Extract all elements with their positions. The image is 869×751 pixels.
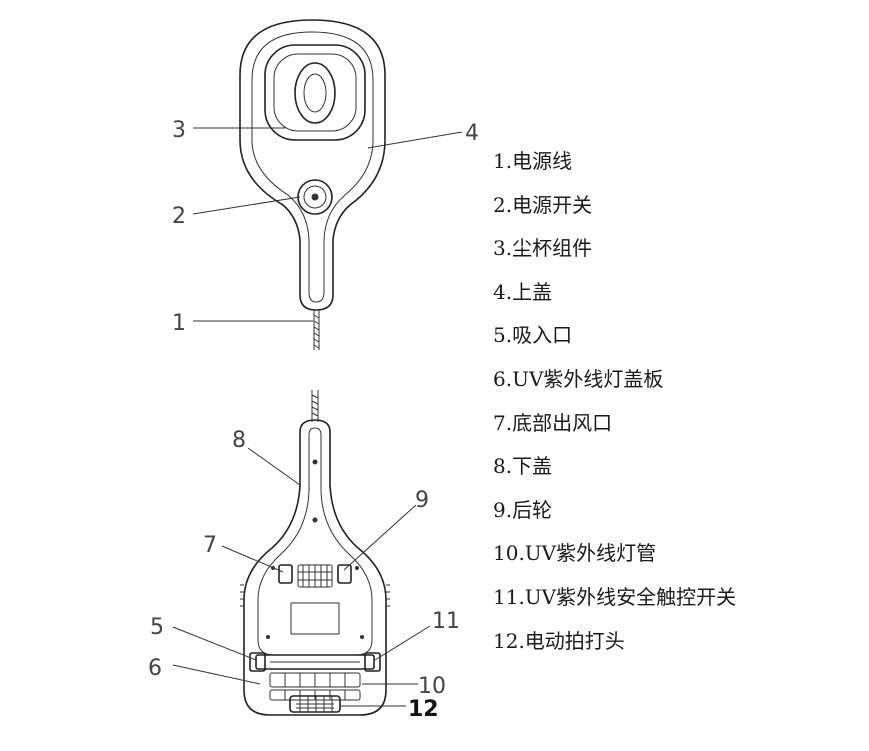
screw-6 xyxy=(360,635,364,639)
dust-cup-window-inner xyxy=(303,73,327,113)
dust-cup-outer xyxy=(264,44,366,141)
side-grip-left xyxy=(240,584,244,607)
callout-8: 8 xyxy=(232,428,246,453)
legend-item-8: 8.下盖 xyxy=(493,454,553,479)
screw-1 xyxy=(312,459,318,465)
top-body-inner xyxy=(251,31,374,303)
legend-item-12: 12.电动拍打头 xyxy=(493,628,625,653)
top-view: 3 4 2 1 xyxy=(172,19,479,350)
power-cord xyxy=(313,310,320,350)
uv-safety-switch-left xyxy=(249,652,266,672)
callout-10: 10 xyxy=(418,674,446,699)
legend-item-7: 7.底部出风口 xyxy=(493,410,613,435)
bottom-power-cord xyxy=(311,390,319,422)
callout-9: 9 xyxy=(415,488,429,513)
leader-line-9 xyxy=(343,504,417,571)
screw-4 xyxy=(355,566,359,570)
callout-6: 6 xyxy=(148,656,162,681)
rear-wheel-right xyxy=(337,564,352,584)
legend-item-5: 5.吸入口 xyxy=(493,323,573,348)
parts-legend: 1.电源线 2.电源开关 3.尘杯组件 4.上盖 5.吸入口 6.UV紫外线灯盖… xyxy=(493,140,863,663)
leader-line-11 xyxy=(374,625,431,661)
leader-line-4 xyxy=(367,131,463,149)
bottom-exhaust-grille xyxy=(297,564,333,588)
lower-cover-inner xyxy=(257,427,373,656)
leader-line-5 xyxy=(172,626,257,661)
uv-lamp-cover xyxy=(255,654,375,670)
callout-5: 5 xyxy=(150,615,164,640)
label-plate xyxy=(290,602,340,635)
leader-line-8 xyxy=(247,447,301,486)
uv-safety-switch-right xyxy=(364,652,381,672)
callout-2: 2 xyxy=(172,204,186,229)
rear-wheel-left xyxy=(278,564,293,584)
bottom-body-outline xyxy=(243,419,387,716)
callout-12: 12 xyxy=(408,697,439,722)
top-body-outline xyxy=(239,19,386,311)
callout-7: 7 xyxy=(203,533,217,558)
bottom-view: 8 9 7 5 11 6 10 12 xyxy=(148,390,460,722)
screw-2 xyxy=(312,517,318,523)
power-button-dot xyxy=(311,193,319,201)
screw-5 xyxy=(266,635,270,639)
dust-cup-inner xyxy=(273,53,357,132)
leader-line-7 xyxy=(221,545,284,573)
legend-item-11: 11.UV紫外线安全触控开关 xyxy=(493,584,737,609)
dust-cup-window-outer xyxy=(294,62,336,124)
side-grip-right xyxy=(386,584,390,607)
leader-line-2 xyxy=(192,196,301,215)
legend-item-9: 9.后轮 xyxy=(493,497,553,522)
power-button-ring-inner xyxy=(303,185,327,209)
callout-1: 1 xyxy=(172,311,186,336)
legend-item-6: 6.UV紫外线灯盖板 xyxy=(493,366,664,391)
legend-item-3: 3.尘杯组件 xyxy=(493,236,593,261)
legend-item-4: 4.上盖 xyxy=(493,279,553,304)
leader-line-6 xyxy=(172,664,261,685)
callout-4: 4 xyxy=(465,121,479,146)
callout-3: 3 xyxy=(172,118,186,143)
callout-11: 11 xyxy=(432,609,460,634)
beater-head xyxy=(289,695,341,713)
legend-item-1: 1.电源线 xyxy=(493,149,573,173)
legend-item-10: 10.UV紫外线灯管 xyxy=(493,541,657,566)
legend-item-2: 2.电源开关 xyxy=(493,192,593,217)
